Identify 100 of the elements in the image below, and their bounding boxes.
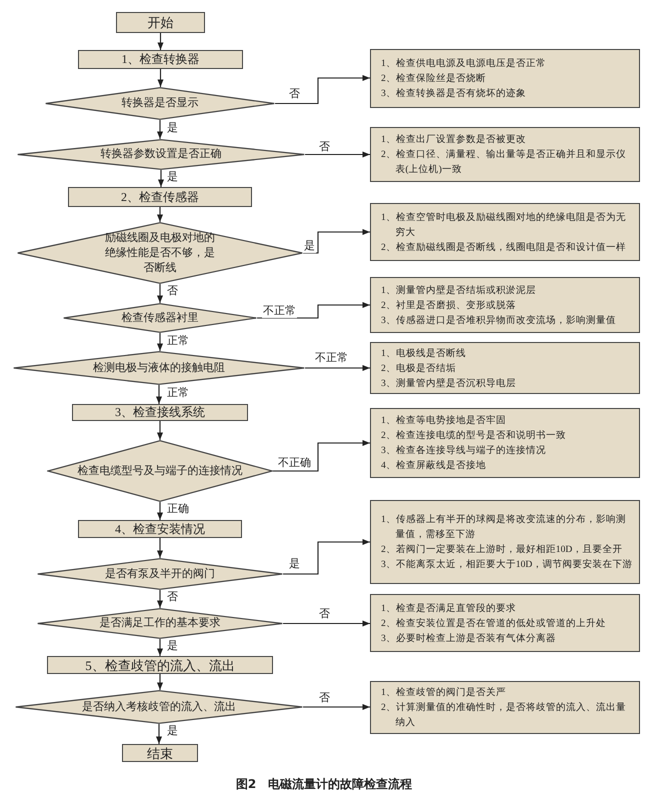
node-text: 4、检查安装情况 xyxy=(115,522,205,536)
note-box xyxy=(370,127,640,182)
edge-label: 否 xyxy=(288,88,301,101)
arrow xyxy=(305,364,370,372)
arrow xyxy=(257,302,370,319)
edge-label: 是 xyxy=(166,171,179,184)
list-item: 3、测量管内壁是否沉积导电层 xyxy=(381,376,517,390)
decision-diamond xyxy=(47,440,273,502)
node-text: 是否纳入考核歧管的流入、流出 xyxy=(81,700,237,714)
arrow xyxy=(156,639,164,656)
list-item: 2、检查保险丝是否烧断 xyxy=(381,72,487,86)
note-box xyxy=(370,342,640,394)
list-item: 2、检查连接电缆的型号是否和说明书一致 xyxy=(381,429,567,443)
arrow xyxy=(273,440,370,472)
process-box xyxy=(47,656,273,674)
node-text: 检测电极与液体的接触电阻 xyxy=(92,360,226,376)
decision-diamond xyxy=(37,608,283,639)
arrow xyxy=(156,333,164,351)
list-item: 2、若阀门一定要装在上游时，最好相距10D，且要全开 xyxy=(381,543,624,557)
decision-diamond xyxy=(13,351,305,385)
list-item: 2、检查口径、满量程、输出量等是否正确并且和显示仪表(上位机)一致 xyxy=(381,148,627,177)
node-text: 励磁线圈及电极对地的绝缘性能是否不够，是否断线 xyxy=(104,230,216,276)
arrow xyxy=(156,590,164,608)
node-text: 5、检查歧管的流入、流出 xyxy=(85,658,235,672)
arrow xyxy=(157,33,164,50)
arrow xyxy=(156,724,162,744)
edge-label: 否 xyxy=(318,608,331,621)
node-text: 是否满足工作的基本要求 xyxy=(98,616,222,631)
note-box xyxy=(370,408,640,478)
edge-label: 否 xyxy=(318,692,331,705)
list-item: 2、衬里是否磨损、变形或脱落 xyxy=(381,298,517,312)
node-text: 是否有泵及半开的阀门 xyxy=(104,566,216,582)
list-item: 1、传感器上有半开的球阀是将改变流速的分布，影响测量值，需移至下游 xyxy=(381,513,627,542)
decision-diamond xyxy=(17,139,305,170)
edge-label: 否 xyxy=(166,591,179,604)
decision-diamond xyxy=(15,690,303,724)
list-item: 3、检查各连接导线与端子的连接情况 xyxy=(381,444,547,458)
edge-label: 是 xyxy=(166,725,179,738)
list-item: 2、检查励磁线圈是否断线，线圈电阻是否和设计值一样 xyxy=(381,240,627,254)
list-item: 3、必要时检查上游是否装有气体分离器 xyxy=(381,632,557,646)
arrow xyxy=(305,151,370,158)
edge-label: 否 xyxy=(166,285,179,298)
edge-label: 是 xyxy=(166,122,179,135)
arrow xyxy=(283,538,370,575)
note-box xyxy=(370,277,640,333)
node-text: 转换器是否显示 xyxy=(120,96,200,111)
edge-label: 是 xyxy=(303,240,316,253)
list-item: 3、检查转换器是否有烧坏的迹象 xyxy=(381,87,527,101)
edge-label: 是 xyxy=(166,640,179,653)
process-box xyxy=(116,12,205,33)
edge-label: 正常 xyxy=(166,335,190,348)
decision-diamond xyxy=(37,558,283,590)
list-item: 1、检查是否满足直管段的要求 xyxy=(381,602,517,616)
decision-diamond xyxy=(17,222,303,284)
node-text: 检查传感器衬里 xyxy=(120,310,200,326)
list-item: 1、检查空管时电极及励磁线圈对地的绝缘电阻是否为无穷大 xyxy=(381,210,627,240)
edge-label: 正常 xyxy=(166,387,190,400)
arrow xyxy=(156,120,164,139)
arrow xyxy=(156,538,164,558)
decision-diamond xyxy=(63,303,257,333)
node-text: 结束 xyxy=(147,746,173,760)
arrow xyxy=(156,502,164,520)
process-box xyxy=(78,520,242,538)
arrow xyxy=(157,69,164,87)
node-text: 转换器参数设置是否正确 xyxy=(100,147,222,162)
node-text: 1、检查转换器 xyxy=(122,52,200,67)
list-item: 1、检查等电势接地是否牢固 xyxy=(381,414,507,428)
arrow xyxy=(156,385,162,404)
list-item: 1、测量管内壁是否结垢或积淤泥层 xyxy=(381,284,537,298)
arrow xyxy=(275,74,370,104)
list-item: 2、检查安装位置是否在管道的低处或管道的上升处 xyxy=(381,616,607,630)
edge-label: 不正常 xyxy=(262,305,297,318)
list-item: 3、传感器进口是否堆积异物而改变流场，影响测量值 xyxy=(381,314,617,328)
node-text: 3、检查接线系统 xyxy=(115,405,205,420)
process-box xyxy=(78,50,243,69)
arrow xyxy=(158,170,164,187)
node-text: 检查电缆型号及与端子的连接情况 xyxy=(76,464,244,478)
edge-label: 不正常 xyxy=(314,352,349,365)
node-text: 2、检查传感器 xyxy=(121,190,199,204)
arrow xyxy=(283,620,370,627)
list-item: 1、检查出厂设置参数是否被更改 xyxy=(381,133,527,147)
decision-diamond xyxy=(45,87,275,120)
list-item: 3、不能离泵太近，相距要大于10D，调节阀要安装在下游 xyxy=(381,558,633,572)
arrow xyxy=(303,704,370,710)
note-box xyxy=(370,681,640,734)
edge-label: 不正确 xyxy=(277,457,312,470)
figure-caption: 图2 电磁流量计的故障检查流程 xyxy=(236,777,412,791)
note-box xyxy=(370,500,640,584)
note-box xyxy=(370,49,640,108)
process-box xyxy=(72,404,248,421)
node-text: 开始 xyxy=(148,15,174,30)
arrow xyxy=(156,421,164,440)
list-item: 1、电极线是否断线 xyxy=(381,346,467,360)
note-box xyxy=(370,203,640,261)
process-box xyxy=(122,744,198,762)
list-item: 2、电极是否结垢 xyxy=(381,362,457,376)
edge-label: 正确 xyxy=(166,503,190,516)
process-box xyxy=(68,187,252,207)
note-box xyxy=(370,594,640,652)
arrow xyxy=(156,674,164,690)
